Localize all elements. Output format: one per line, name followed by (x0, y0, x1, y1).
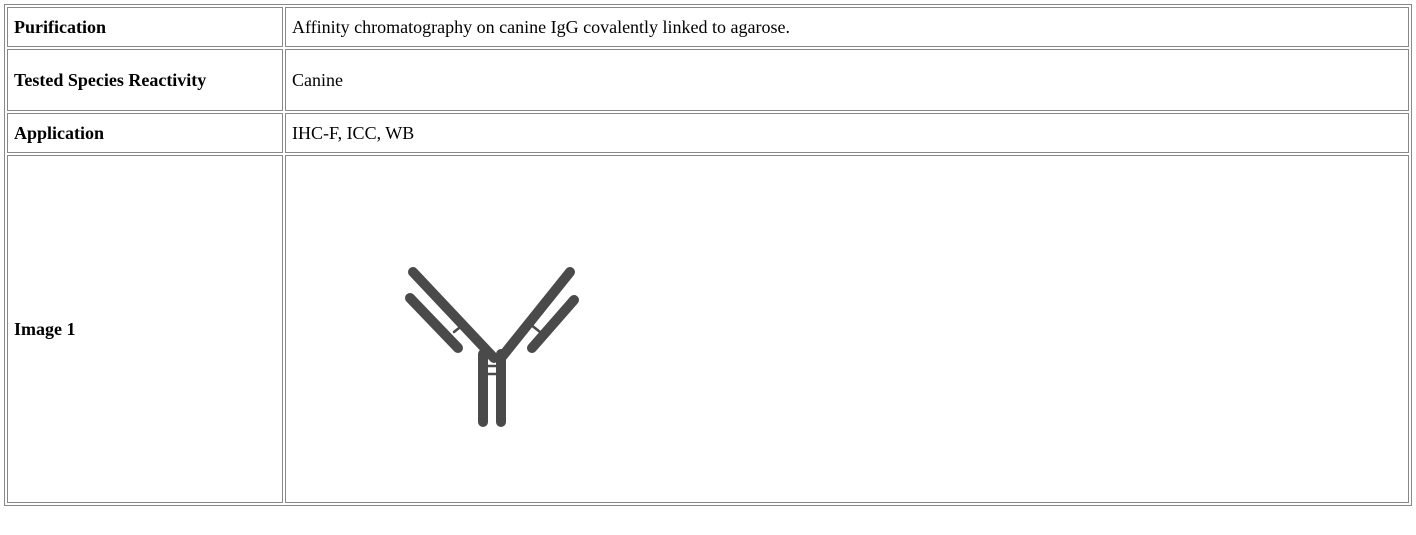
row-label-species-reactivity: Tested Species Reactivity (7, 49, 283, 111)
table-row-purification: Purification Affinity chromatography on … (7, 7, 1409, 47)
row-value-application: IHC-F, ICC, WB (285, 113, 1409, 153)
row-label-application: Application (7, 113, 283, 153)
row-label-purification: Purification (7, 7, 283, 47)
row-label-image-1: Image 1 (7, 155, 283, 503)
row-value-species-reactivity: Canine (285, 49, 1409, 111)
row-value-image-1 (285, 155, 1409, 503)
image-container (292, 156, 1402, 502)
table-row-species-reactivity: Tested Species Reactivity Canine (7, 49, 1409, 111)
table-row-application: Application IHC-F, ICC, WB (7, 113, 1409, 153)
spec-table: Purification Affinity chromatography on … (4, 4, 1412, 506)
row-value-purification: Affinity chromatography on canine IgG co… (285, 7, 1409, 47)
antibody-icon (405, 267, 579, 427)
table-row-image-1: Image 1 (7, 155, 1409, 503)
